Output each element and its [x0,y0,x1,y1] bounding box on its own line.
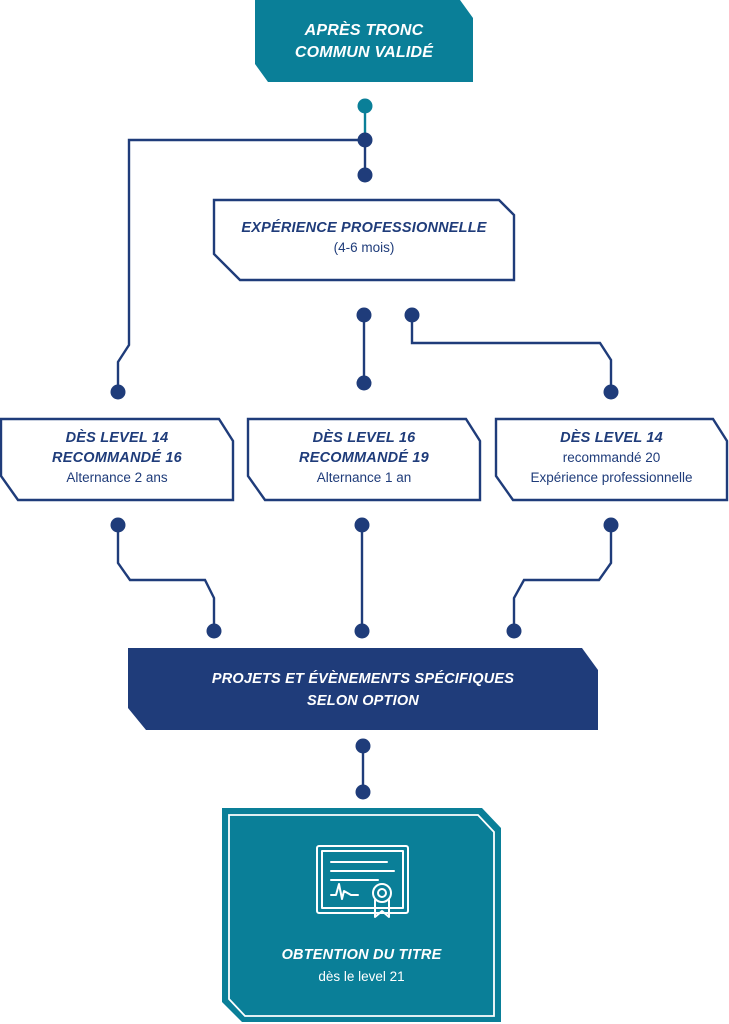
option-1-line-2: RECOMMANDÉ 16 [52,450,182,466]
experience-title: EXPÉRIENCE PROFESSIONNELLE [241,220,487,236]
experience-subtitle: (4-6 mois) [333,240,395,255]
dot-experience-in [357,167,373,183]
projects-line-2: SELON OPTION [307,693,419,709]
final-box [222,808,501,1022]
option-box-1 [0,417,235,502]
connector-split-to-option-1 [116,138,365,392]
dot-experience-out-right [404,307,420,323]
option-3-line-3: Expérience professionnelle [530,470,693,485]
option-2-line-2: RECOMMANDÉ 19 [299,450,429,466]
option-box-3 [494,417,729,502]
dot-split [357,132,373,148]
start-line-1: APRÈS TRONC [304,22,424,39]
option-2-line-1: DÈS LEVEL 16 [312,430,416,446]
certificate-icon [316,845,409,918]
dot-option-2-out [354,517,370,533]
experience-box [212,198,516,282]
dot-option-3-out [603,517,619,533]
start-line-2: COMMUN VALIDÉ [294,44,434,61]
option-2-label: DÈS LEVEL 16 RECOMMANDÉ 19 Alternance 1 … [248,428,480,488]
final-subtitle: dès le level 21 [318,969,405,984]
final-box-label: OBTENTION DU TITRE dès le level 21 [222,944,501,988]
option-1-line-3: Alternance 2 ans [66,470,168,485]
projects-line-1: PROJETS ET ÉVÈNEMENTS SPÉCIFIQUES [211,671,515,687]
experience-box-label: EXPÉRIENCE PROFESSIONNELLE (4-6 mois) [214,218,514,258]
dot-final-in [355,784,371,800]
option-3-line-2: recommandé 20 [562,450,661,465]
connector-dots [110,98,619,800]
dot-projects-out [355,738,371,754]
option-box-2 [246,417,482,502]
connector-option-1-to-projects [116,525,216,631]
option-1-label: DÈS LEVEL 14 RECOMMANDÉ 16 Alternance 2 … [1,428,233,488]
dot-projects-in-left [206,623,222,639]
option-2-line-3: Alternance 1 an [316,470,412,485]
dot-option-1-in [110,384,126,400]
final-title: OBTENTION DU TITRE [281,947,442,963]
option-3-label: DÈS LEVEL 14 recommandé 20 Expérience pr… [496,428,727,488]
option-3-line-1: DÈS LEVEL 14 [560,430,663,446]
connector-experience-to-option-3 [410,315,613,392]
option-1-line-1: DÈS LEVEL 14 [65,430,169,446]
start-box [255,0,473,82]
connector-lines [116,106,613,792]
dot-start [357,98,373,114]
dot-projects-in-right [506,623,522,639]
dot-option-2-in [356,375,372,391]
dot-option-1-out [110,517,126,533]
final-box-inner-border [228,814,495,1017]
connector-option-3-to-projects [512,525,613,631]
dot-projects-in-center [354,623,370,639]
projects-box-label: PROJETS ET ÉVÈNEMENTS SPÉCIFIQUES SELON … [128,668,598,712]
dot-experience-out-left [356,307,372,323]
dot-option-3-in [603,384,619,400]
projects-box [128,648,598,730]
start-box-label: APRÈS TRONC COMMUN VALIDÉ [255,20,473,64]
